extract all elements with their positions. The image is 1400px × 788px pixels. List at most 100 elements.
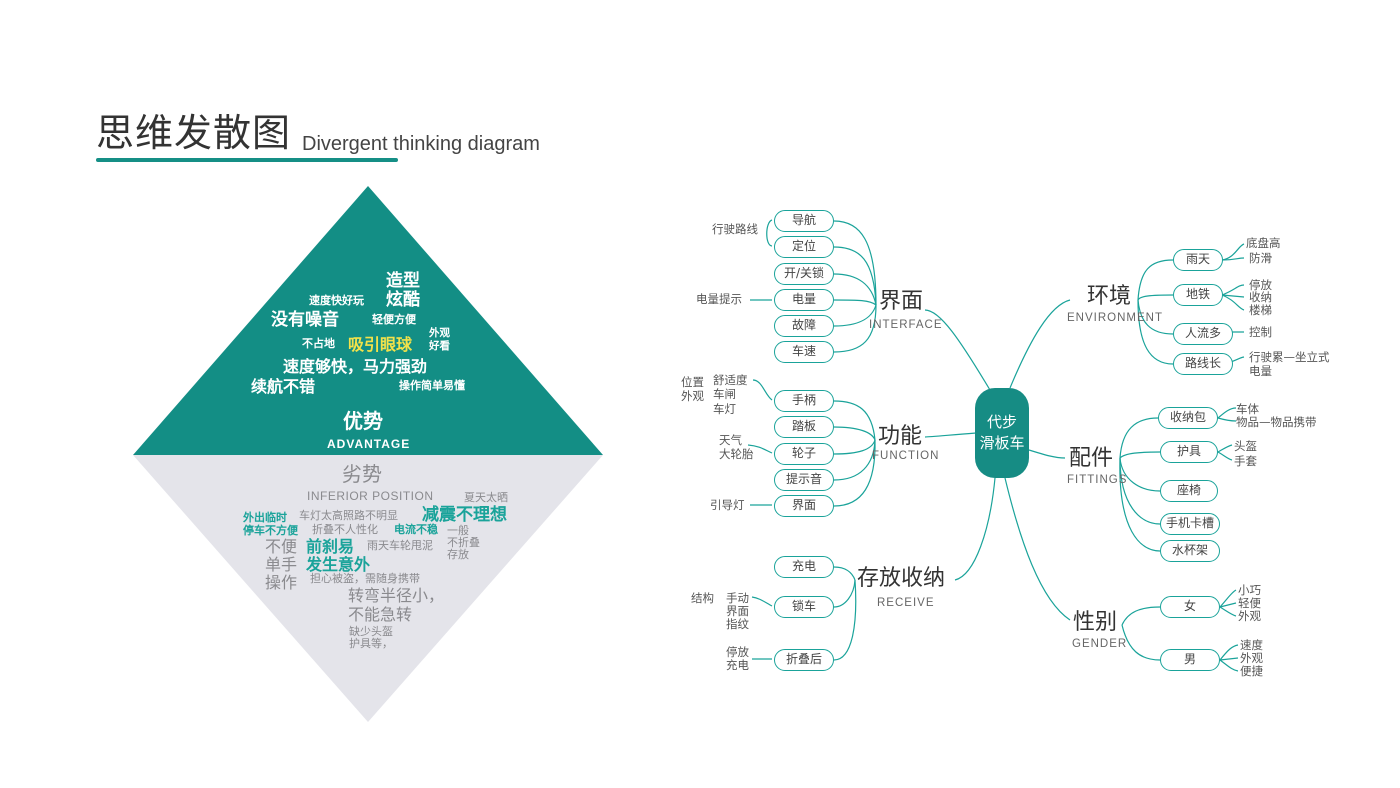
inf-word: 不折叠 — [447, 536, 480, 549]
node-note: 车体 — [1236, 402, 1259, 416]
advantage-title: 优势 — [343, 409, 383, 433]
inf-word: 车灯太高照路不明显 — [299, 509, 398, 522]
node-note: 位置 — [681, 375, 704, 389]
node-pill: 男 — [1160, 649, 1220, 671]
node-note: 车闸 — [713, 387, 736, 401]
node-note: 电量提示 — [696, 292, 742, 306]
node-note: 界面 — [726, 604, 749, 618]
node-note: 小巧 — [1238, 583, 1261, 597]
node-note: 控制 — [1249, 325, 1272, 339]
inf-word: 折叠不人性化 — [312, 523, 378, 536]
node-note: 外观 — [681, 389, 704, 403]
inf-word: 减震不理想 — [422, 505, 507, 525]
node-note: 外观 — [1240, 651, 1263, 665]
node-note: 外观 — [1238, 609, 1261, 623]
node-pill: 女 — [1160, 596, 1220, 618]
node-note: 行驶路线 — [712, 222, 758, 236]
node-pill: 路线长 — [1173, 353, 1233, 375]
node-note: 结构 — [691, 591, 714, 605]
inf-word: 转弯半径小， — [348, 586, 445, 605]
inferior-triangle — [133, 455, 603, 722]
inf-word: 担心被盗，需随身携带 — [310, 572, 420, 585]
center-line-2: 滑板车 — [979, 434, 1025, 452]
node-pill: 护具 — [1160, 441, 1218, 463]
inf-word: 电流不稳 — [394, 523, 438, 536]
node-note: 手套 — [1234, 454, 1257, 468]
node-pill: 手机卡槽 — [1160, 513, 1220, 535]
node-note: 底盘高 — [1246, 236, 1281, 250]
node-pill: 手柄 — [774, 390, 834, 412]
node-note: 停放 — [726, 645, 749, 659]
inf-word: 不便 — [265, 537, 298, 556]
node-pill: 导航 — [774, 210, 834, 232]
inf-word: 夏天太晒 — [464, 491, 508, 504]
inf-word: 单手 — [265, 555, 298, 574]
branch-title: 功能 — [878, 424, 923, 449]
node-pill: 定位 — [774, 236, 834, 258]
node-pill: 人流多 — [1173, 323, 1233, 345]
adv-word-highlight: 吸引眼球 — [348, 335, 413, 354]
node-pill: 水杯架 — [1160, 540, 1220, 562]
node-note: 天气 — [719, 433, 742, 447]
page-subtitle: Divergent thinking diagram — [302, 133, 540, 155]
inf-word: 不能急转 — [348, 605, 413, 624]
node-pill: 收纳包 — [1158, 407, 1218, 429]
branch-title: 性别 — [1073, 610, 1118, 635]
node-note: 防滑 — [1249, 251, 1272, 265]
inf-word: 护具等， — [349, 637, 393, 650]
node-pill: 地铁 — [1173, 284, 1223, 306]
inf-word: 停车不方便 — [243, 524, 298, 537]
adv-word: 好看 — [429, 340, 450, 352]
page-title: 思维发散图 — [96, 111, 292, 155]
node-pill: 电量 — [774, 289, 834, 311]
branch-title: 界面 — [879, 289, 924, 314]
node-pill: 雨天 — [1173, 249, 1223, 271]
inferior-subtitle: INFERIOR POSITION — [307, 489, 434, 503]
node-pill: 轮子 — [774, 443, 834, 465]
branch-subtitle: INTERFACE — [869, 319, 943, 331]
node-pill: 开/关锁 — [774, 263, 834, 285]
node-note: 手动 — [726, 591, 749, 605]
node-note: 充电 — [726, 658, 749, 672]
inf-word: 发生意外 — [306, 555, 371, 574]
node-pill: 界面 — [774, 495, 834, 517]
inf-word: 操作 — [265, 573, 298, 592]
adv-word: 没有噪音 — [271, 310, 339, 330]
branch-subtitle: GENDER — [1072, 638, 1128, 650]
inf-word: 一般 — [447, 524, 469, 537]
node-note: 车灯 — [713, 402, 736, 416]
inferior-title: 劣势 — [342, 462, 382, 486]
node-note: 指纹 — [726, 617, 749, 631]
adv-word: 不占地 — [302, 337, 335, 350]
node-note: 楼梯 — [1249, 303, 1272, 317]
advantage-triangle — [133, 186, 603, 455]
node-note: 停放 — [1249, 278, 1272, 292]
node-pill: 提示音 — [774, 469, 834, 491]
inf-word: 存放 — [447, 548, 469, 561]
branch-subtitle: FUNCTION — [872, 450, 940, 462]
branch-subtitle: FITTINGS — [1067, 474, 1128, 486]
node-note: 引导灯 — [710, 498, 745, 512]
adv-word: 速度够快，马力强劲 — [283, 357, 428, 376]
adv-word: 轻便方便 — [372, 313, 416, 326]
branch-subtitle: ENVIRONMENT — [1067, 312, 1163, 324]
node-pill: 踏板 — [774, 416, 834, 438]
branch-title: 环境 — [1087, 284, 1132, 309]
node-note: 大轮胎 — [719, 447, 754, 461]
node-note: 轻便 — [1238, 596, 1261, 610]
branch-subtitle: RECEIVE — [877, 597, 935, 609]
inf-word: 外出临时 — [243, 511, 287, 524]
node-pill: 充电 — [774, 556, 834, 578]
adv-word: 速度快好玩 — [309, 294, 364, 307]
center-line-1: 代步 — [986, 413, 1017, 431]
mindmap-center-node: 代步 滑板车 — [975, 388, 1029, 478]
inf-word: 缺少头盔 — [349, 625, 393, 638]
node-pill: 锁车 — [774, 596, 834, 618]
adv-word: 造型 — [386, 271, 420, 291]
adv-word: 炫酷 — [386, 290, 420, 310]
adv-word: 外观 — [429, 327, 450, 339]
node-pill: 故障 — [774, 315, 834, 337]
advantage-subtitle: ADVANTAGE — [327, 437, 411, 451]
